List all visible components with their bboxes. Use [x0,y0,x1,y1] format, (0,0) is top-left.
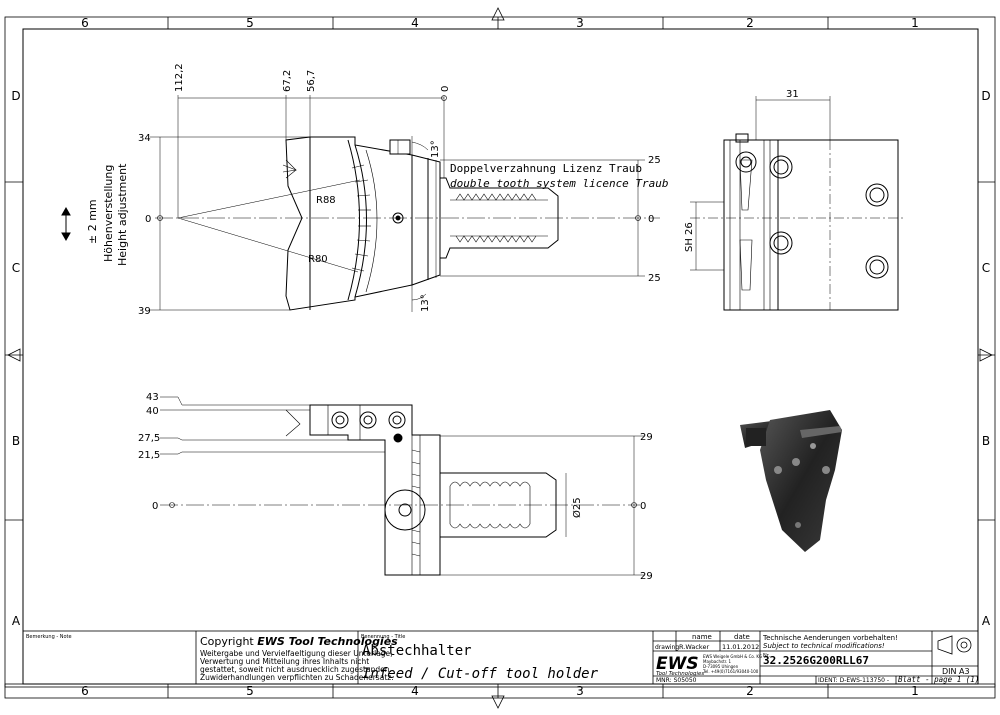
row-label-right: A [982,614,991,628]
row-drawing: drawing [655,644,679,651]
col-label-bottom: 5 [246,684,254,698]
col-label-top: 2 [746,16,754,30]
col-label-top: 4 [411,16,419,30]
dim-sh26: SH 26 [684,222,695,252]
dim-56: 56,7 [306,70,317,92]
height-arrow-icon [61,206,71,242]
change-en: Subject to technical modifications! [763,642,885,650]
title-block-text: Bemerkung - Note Copyright EWS Tool Tech… [26,633,979,684]
company-line: Tel. +49(0)7161/93040-100 [702,669,759,674]
copyright-title: Copyright EWS Tool Technologies [200,635,398,648]
drawing-date: 11.01.2012 [722,643,759,651]
top-view-labels: 112,2 67,2 56,7 0 34 0 39 25 0 25 R88 R8… [86,63,669,317]
col-label-top: 5 [246,16,254,30]
height-en: Height adjustment [116,163,129,266]
part-number: 32.2526G200RLL67 [763,654,869,667]
top-view [150,95,660,312]
copyright-line: Zuwiderhandlungen verpflichten zu Schade… [200,673,394,682]
company-line: EWS Weigele GmbH & Co. KG [703,654,762,659]
dim-27-5: 27,5 [138,433,160,444]
radius-80: R80 [308,254,328,265]
row-label-left: C [12,261,20,275]
col-label-bottom: 1 [911,684,919,698]
dim-31: 31 [786,89,799,100]
dim-25-top: 25 [648,155,661,166]
dim-0-left: 0 [145,214,151,225]
isometric-render [740,410,842,552]
side-view [690,96,905,311]
note-de: Doppelverzahnung Lizenz Traub [450,162,642,175]
angle-bottom: 13° [420,294,431,312]
dim-0-right: 0 [648,214,654,225]
dim-0-right: 0 [640,501,646,512]
radius-88: R88 [316,195,336,206]
dim-29-bottom: 29 [640,571,653,582]
note-en: double tooth system licence Traub [450,177,669,190]
row-label-left: D [11,89,20,103]
dim-25-bottom: 25 [648,273,661,284]
drawing-frame [4,7,996,709]
row-label-left: A [12,614,21,628]
row-label-left: B [12,434,20,448]
copyright-line: Verwertung und Mitteilung ihres Inhalts … [200,657,369,666]
front-view-labels: 43 40 27,5 21,5 0 29 0 29 Ø25 [138,392,653,582]
title-block [22,630,979,685]
company-line: D-73095 Uhingen [703,664,739,669]
dim-29-top: 29 [640,432,653,443]
height-range: ± 2 mm [86,199,99,244]
dim-112: 112,2 [174,63,185,92]
copyright-brand: EWS Tool Technologies [257,635,398,648]
col-label-bottom: 4 [411,684,419,698]
dim-diameter: Ø25 [571,497,583,518]
mnr: MNR: S05050 [656,677,697,684]
name-label: Benennung - Title [361,634,405,640]
dim-43: 43 [146,392,159,403]
col-label-top: 1 [911,16,919,30]
col-label-top: 6 [81,16,89,30]
col-label-bottom: 6 [81,684,89,698]
dim-39: 39 [138,306,151,317]
dim-21-5: 21,5 [138,450,160,461]
title-en: Infeed / Cut-off tool holder [362,666,599,682]
row-label-right: C [982,261,990,275]
front-view [160,396,645,576]
col-label-bottom: 3 [576,684,584,698]
ident: IDENT: D-EWS-113750 - [818,677,889,684]
title-de: Abstechhalter [362,643,472,659]
col-label-bottom: 2 [746,684,754,698]
remark-label: Bemerkung - Note [26,634,72,640]
col-date: date [734,633,750,641]
nr-label: Nr. [763,653,770,659]
change-de: Technische Aenderungen vorbehalten! [762,634,898,642]
dim-40: 40 [146,406,159,417]
row-label-right: D [981,89,990,103]
ews-logo: EWS [656,654,699,674]
paper-format: DIN A3 [942,667,970,676]
angle-top: 13° [430,140,441,158]
copyright-prefix: Copyright [200,635,257,648]
frame-column-labels: 6 5 4 3 2 1 6 5 4 3 2 1 D C B A D C B A [11,16,991,698]
company-line: Maybachstr. 1 [703,659,731,664]
col-name: name [692,633,712,641]
dim-67: 67,2 [282,70,293,92]
row-label-right: B [982,434,990,448]
col-label-top: 3 [576,16,584,30]
copyright-line: Weitergabe und Vervielfaeltigung dieser … [200,649,393,658]
copyright-line: gestattet, soweit nicht ausdruecklich zu… [200,665,392,674]
ews-logo-sub: Tool Technologies [656,671,704,677]
height-de: Höhenverstellung [102,165,115,262]
dim-34: 34 [138,133,151,144]
drawer-name: R.Wacker [679,643,709,651]
dim-0: 0 [152,501,158,512]
side-view-labels: 31 SH 26 [684,89,799,252]
dim-0-top: 0 [440,86,451,92]
sheet-page: Blatt - page 1 (1) [898,675,979,684]
